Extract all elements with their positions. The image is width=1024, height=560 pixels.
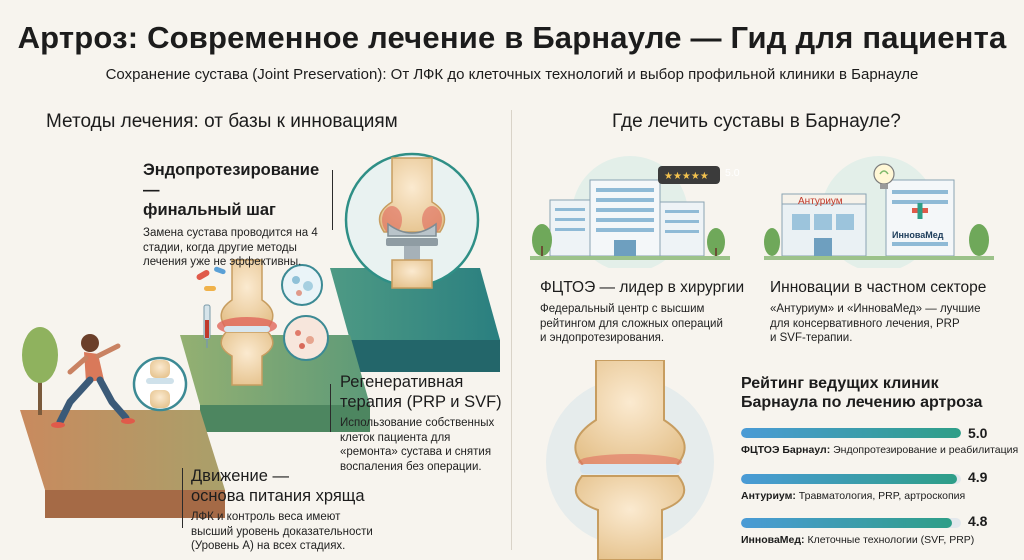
ranking-heading-line: Рейтинг ведущих клиник — [741, 375, 939, 392]
leader-line-endoprosthesis — [332, 170, 333, 230]
knee-inflamed-icon — [217, 259, 277, 386]
treatment-staircase-illustration — [20, 152, 500, 518]
endoprosthesis-text-line: лечения уже не эффективны. — [143, 256, 302, 268]
runner-icon — [51, 334, 135, 428]
regenerative-text: Использование собственных клеток пациент… — [340, 416, 510, 474]
ranking-clinic-desc: Эндопротезирование и реабилитация — [830, 444, 1019, 456]
sign-anturium: Антуриум — [798, 196, 843, 207]
private-clinics-illustration — [764, 156, 994, 268]
ranking-label: Антуриум: Травматология, PRP, артроскопи… — [741, 490, 965, 502]
knee-healthy-icon — [132, 356, 188, 412]
fctoe-text-line: Федеральный центр с высшим — [540, 303, 705, 315]
movement-block: Движение — основа питания хряща ЛФК и ко… — [191, 466, 411, 554]
fctoe-block: ФЦТОЭ — лидер в хирургии Федеральный цен… — [540, 278, 760, 346]
private-text-line: «Антуриум» и «ИнноваМед» — лучшие — [770, 303, 981, 315]
private-text-line: для консервативного лечения, PRP — [770, 317, 960, 330]
fctoe-text-line: и эндопротезирования. — [540, 332, 665, 344]
ranking-heading-line: Барнаула по лечению артроза — [741, 394, 983, 411]
regenerative-text-line: «ремонта» сустава и снятия — [340, 446, 492, 458]
fctoe-title: ФЦТОЭ — лидер в хирургии — [540, 279, 745, 296]
cells-zoom-icon — [281, 264, 329, 361]
endoprosthesis-text-line: Замена сустава проводится на 4 — [143, 227, 318, 239]
knee-implant-icon — [344, 152, 480, 289]
leader-line-regenerative — [330, 384, 331, 432]
private-block: Инновации в частном секторе «Антуриум» и… — [770, 278, 1010, 346]
regenerative-text-line: воспаления без операции. — [340, 460, 482, 473]
ranking-clinic-name: ФЦТОЭ Барнаул: — [741, 444, 831, 456]
regenerative-block: Регенеративная терапия (PRP и SVF) Испол… — [340, 372, 510, 474]
ranking-bar-fill — [741, 518, 953, 528]
endoprosthesis-text-line: стадии, когда другие методы — [143, 241, 297, 254]
ranking-heading: Рейтинг ведущих клиник Барнаула по лечен… — [741, 374, 1001, 412]
regenerative-text-line: Использование собственных — [340, 417, 495, 429]
step-endoprosthesis — [330, 268, 500, 372]
regenerative-text-line: клеток пациента для — [340, 431, 451, 444]
private-text: «Антуриум» и «ИнноваМед» — лучшие для ко… — [770, 302, 1010, 346]
fctoe-building-illustration: ★★★★★ — [530, 156, 730, 268]
pills-icon — [196, 266, 226, 291]
knee-large-illustration — [546, 360, 714, 560]
ranking-bar-fill — [741, 428, 961, 438]
lightbulb-icon — [873, 163, 895, 189]
ranking-score: 4.9 — [968, 469, 988, 485]
tree-icon — [22, 327, 58, 415]
endoprosthesis-title-2: финальный шаг — [143, 201, 276, 219]
ranking-bar — [741, 518, 961, 528]
stars-icon: ★★★★★ — [664, 171, 709, 182]
section-divider — [511, 110, 512, 550]
ranking-clinic-desc: Травматология, PRP, артроскопия — [795, 490, 966, 502]
page-subtitle: Сохранение сустава (Joint Preservation):… — [105, 66, 919, 83]
ranking-bar — [741, 428, 961, 438]
endoprosthesis-text: Замена сустава проводится на 4 стадии, к… — [143, 226, 333, 270]
syringe-icon — [203, 304, 211, 348]
ranking-clinic-name: Антуриум: — [741, 490, 796, 502]
rating-badge-value: 5.0 — [725, 167, 740, 179]
fctoe-text: Федеральный центр с высшим рейтингом для… — [540, 302, 760, 346]
movement-title-1: Движение — — [191, 467, 289, 485]
movement-text-line: (Уровень А) на всех стадиях. — [191, 540, 346, 552]
sign-innovamed: ИнноваМед — [892, 230, 944, 240]
endoprosthesis-title-1: Эндопротезирование — — [143, 161, 320, 199]
step-movement — [20, 410, 225, 518]
leader-line-movement — [182, 468, 183, 528]
endoprosthesis-block: Эндопротезирование — финальный шаг Замен… — [143, 160, 333, 270]
where-heading: Где лечить суставы в Барнауле? — [612, 111, 901, 132]
private-text-line: и SVF-терапии. — [770, 332, 853, 344]
medical-cross-icon — [912, 203, 928, 219]
movement-text-line: высший уровень доказательности — [191, 525, 373, 538]
movement-title-2: основа питания хряща — [191, 487, 365, 505]
regenerative-title-1: Регенеративная — [340, 373, 464, 391]
methods-heading: Методы лечения: от базы к инновациям — [46, 111, 398, 132]
ranking-bar — [741, 474, 961, 484]
private-title: Инновации в частном секторе — [770, 279, 987, 296]
regenerative-title-2: терапия (PRP и SVF) — [340, 393, 502, 411]
ranking-score: 5.0 — [968, 425, 988, 441]
movement-text-line: ЛФК и контроль веса имеют — [191, 511, 341, 523]
ranking-clinic-name: ИнноваМед: — [741, 534, 805, 546]
ranking-clinic-desc: Клеточные технологии (SVF, PRP) — [804, 534, 975, 546]
ranking-score: 4.8 — [968, 513, 988, 529]
ranking-label: ФЦТОЭ Барнаул: Эндопротезирование и реаб… — [741, 444, 1018, 456]
fctoe-text-line: рейтингом для сложных операций — [540, 317, 723, 330]
ranking-label: ИнноваМед: Клеточные технологии (SVF, PR… — [741, 534, 974, 546]
page-title: Артроз: Современное лечение в Барнауле —… — [17, 20, 1007, 55]
ranking-bar-fill — [741, 474, 957, 484]
movement-text: ЛФК и контроль веса имеют высший уровень… — [191, 510, 411, 554]
